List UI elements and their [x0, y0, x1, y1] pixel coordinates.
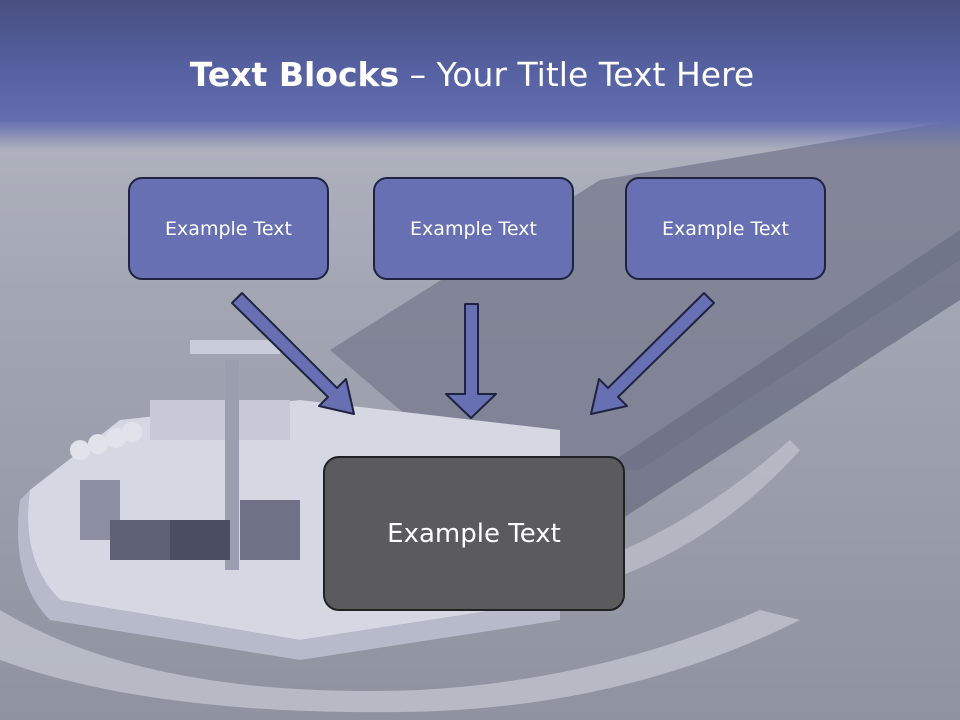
title-rest: – Your Title Text Here: [399, 55, 755, 94]
text-block-2-label: Example Text: [410, 217, 537, 240]
text-block-1-label: Example Text: [165, 217, 292, 240]
arrow-right-diagonal: [590, 292, 715, 415]
main-text-block[interactable]: Example Text: [323, 456, 625, 611]
title-bold: Text Blocks: [189, 55, 400, 94]
text-block-1[interactable]: Example Text: [128, 177, 329, 280]
text-block-2[interactable]: Example Text: [373, 177, 574, 280]
title-band: [0, 0, 960, 150]
slide-title: Text Blocks – Your Title Text Here: [0, 52, 944, 98]
arrow-left-diagonal: [231, 292, 355, 415]
text-block-3-label: Example Text: [662, 217, 789, 240]
arrow-down: [445, 303, 497, 419]
text-block-3[interactable]: Example Text: [625, 177, 826, 280]
main-text-block-label: Example Text: [387, 518, 561, 549]
